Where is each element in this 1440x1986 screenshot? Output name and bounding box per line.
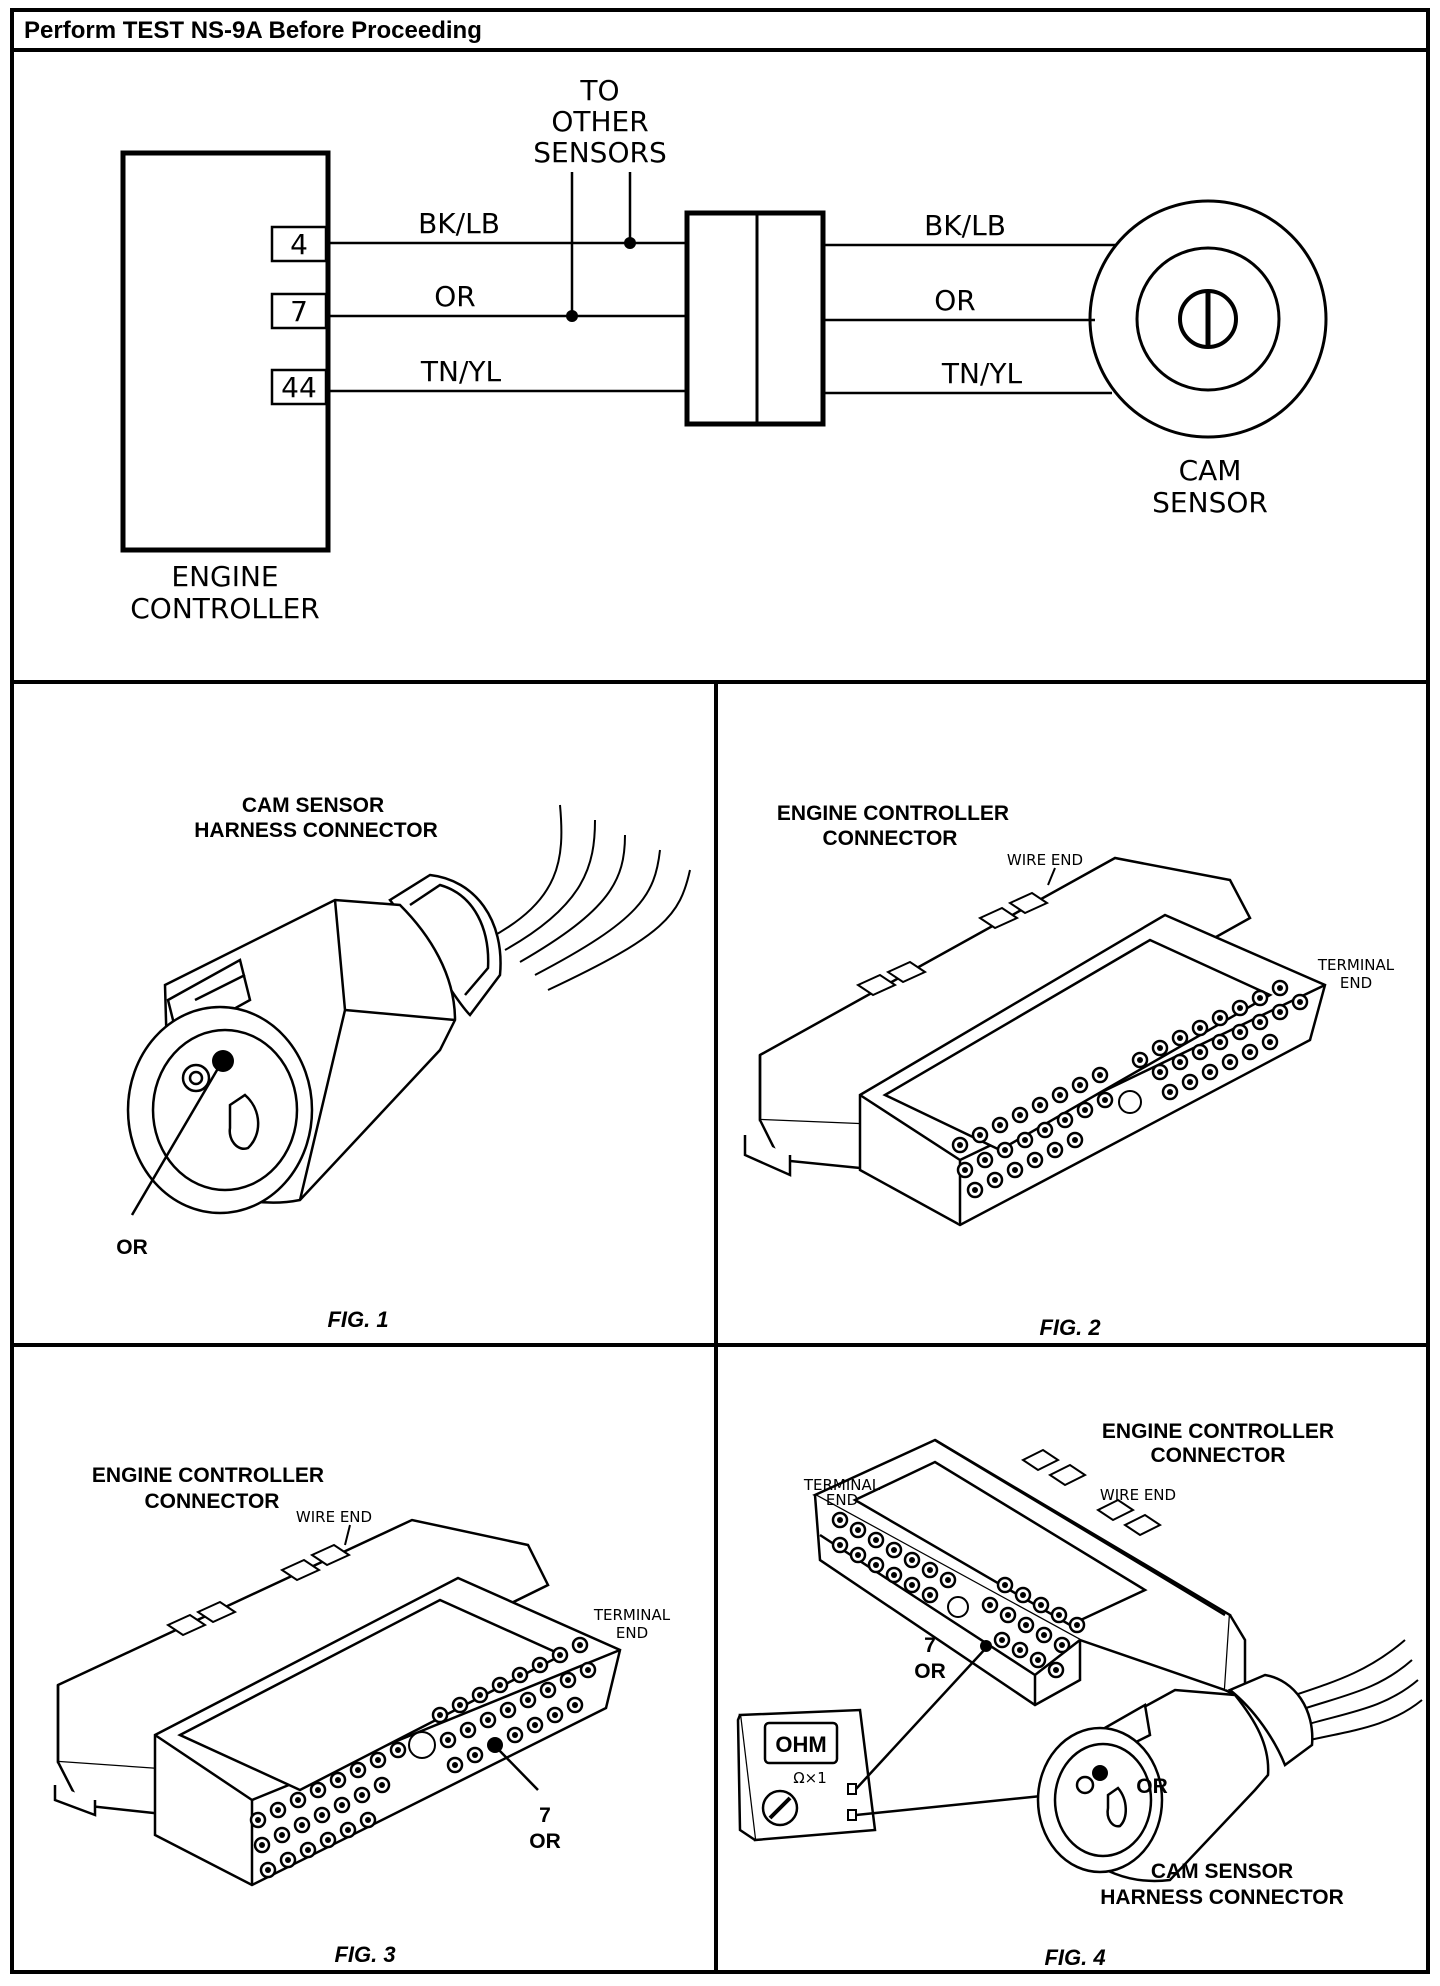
wire-tnyl-left: TN/YL: [420, 355, 502, 388]
wire-or-left: OR: [434, 280, 476, 313]
wires-right: [823, 243, 1115, 395]
wires-left: [326, 241, 687, 393]
fig4-sensor-title-line1: CAM SENSOR: [1151, 1860, 1293, 1883]
fig4-title-line1: ENGINE CONTROLLER: [1102, 1420, 1334, 1443]
fig4-or-label: OR: [914, 1660, 946, 1683]
fig4-pin-label: 7: [924, 1634, 936, 1657]
to-other-sensors-line2: OTHER: [551, 105, 648, 138]
fig1-connector-face: [126, 1005, 314, 1215]
fig1-collar: [388, 873, 502, 1017]
fig1-or-leader: [130, 1064, 222, 1216]
pin-44-label: 44: [281, 371, 317, 404]
fig4-probe-lead-pin7: [855, 1647, 987, 1790]
fig3-wire-end-label: WIRE END: [296, 1508, 372, 1526]
pin-7-label: 7: [290, 295, 308, 328]
fig3-title-line1: ENGINE CONTROLLER: [92, 1464, 324, 1487]
fig4-meter-jack-2: [847, 1809, 857, 1821]
fig2-terminal-pins: [951, 979, 1309, 1199]
cam-sensor-label-line2: SENSOR: [1152, 486, 1268, 519]
fig3-terminal-end-line1: TERMINAL: [593, 1606, 671, 1624]
fig4-meter-jack-1: [847, 1783, 857, 1795]
fig4-meter-display: OHM: [775, 1732, 826, 1757]
fig3-panel: ENGINE CONTROLLER CONNECTOR WIRE END TER…: [53, 1464, 671, 1967]
cam-sensor-label-line1: CAM: [1179, 454, 1242, 487]
fig4-latches: [1021, 1448, 1162, 1537]
fig2-terminal-end-line2: END: [1340, 974, 1372, 992]
fig4-terminal-end-line2: END: [826, 1491, 858, 1509]
fig1-or-terminal: [212, 1050, 234, 1072]
page-title: Perform TEST NS-9A Before Proceeding: [24, 17, 482, 44]
splice-dot-or: [566, 310, 578, 322]
fig4-caption: FIG. 4: [1044, 1945, 1105, 1970]
fig3-latches: [165, 1543, 352, 1637]
fig2-title-line1: ENGINE CONTROLLER: [777, 802, 1009, 825]
fig2-connector-body: [743, 856, 1327, 1227]
fig2-panel: ENGINE CONTROLLER CONNECTOR WIRE END TER…: [743, 802, 1395, 1340]
fig4-meter-range: Ω×1: [793, 1769, 827, 1787]
fig4-pin7-terminal: [980, 1640, 992, 1652]
wire-or-right: OR: [934, 284, 976, 317]
pin-boxes: [270, 225, 328, 406]
fig4-connector-body: [812, 1438, 1247, 1707]
fig1-caption: FIG. 1: [327, 1307, 388, 1332]
fig3-pin-label: 7: [539, 1804, 551, 1827]
inline-connector: [684, 210, 826, 427]
fig1-panel: CAM SENSOR HARNESS CONNECTOR OR FIG. 1: [116, 794, 691, 1332]
fig3-caption: FIG. 3: [334, 1942, 395, 1967]
fig4-title-line2: CONNECTOR: [1151, 1444, 1286, 1467]
fig4-terminal-end-line1: TERMINAL: [803, 1476, 881, 1494]
fig3-or-label: OR: [529, 1830, 561, 1853]
engine-controller-box: [120, 150, 331, 553]
page-frame: [10, 8, 1430, 1974]
splice-lines: [570, 172, 632, 316]
fig1-title-line1: CAM SENSOR: [242, 794, 384, 817]
splice-dot-bklb: [624, 237, 636, 249]
fig3-title-line2: CONNECTOR: [145, 1490, 280, 1513]
wire-bklb-right: BK/LB: [924, 209, 1006, 242]
fig2-wire-end-label: WIRE END: [1007, 851, 1083, 869]
to-other-sensors-line1: TO: [579, 74, 619, 107]
fig1-or-label: OR: [116, 1236, 148, 1259]
engine-controller-label-line1: ENGINE: [171, 560, 278, 593]
fig1-harness-wires: [489, 804, 691, 991]
fig2-title-line2: CONNECTOR: [823, 827, 958, 850]
fig4-sensor-or-label: OR: [1136, 1775, 1168, 1798]
fig2-caption: FIG. 2: [1039, 1315, 1101, 1340]
cam-sensor-symbol: [1088, 199, 1328, 439]
fig3-terminal-end-line2: END: [616, 1624, 648, 1642]
engine-controller-label-line2: CONTROLLER: [130, 592, 319, 625]
fig4-sensor-title-line2: HARNESS CONNECTOR: [1100, 1886, 1343, 1909]
fig4-panel: ENGINE CONTROLLER CONNECTOR TERMINAL END…: [736, 1420, 1423, 1970]
fig4-sensor-or-terminal: [1092, 1765, 1108, 1781]
fig2-latches: [855, 891, 1050, 997]
wiring-schematic: 4 7 44 BK/LB OR TN/YL TO OTHER SENSORS: [120, 74, 1328, 625]
pin-4-label: 4: [290, 228, 308, 261]
fig4-wire-end-label: WIRE END: [1100, 1486, 1176, 1504]
fig3-pin7-leader: [496, 1747, 539, 1791]
fig1-title-line2: HARNESS CONNECTOR: [194, 819, 437, 842]
fig2-terminal-end-line1: TERMINAL: [1317, 956, 1395, 974]
wire-tnyl-right: TN/YL: [941, 357, 1023, 390]
to-other-sensors-line3: SENSORS: [533, 136, 666, 169]
fig4-terminal-pins: [831, 1511, 1086, 1679]
wire-bklb-left: BK/LB: [418, 207, 500, 240]
fig4-sensor-face: [1036, 1726, 1164, 1874]
fig4-harness-wires: [1294, 1639, 1423, 1741]
